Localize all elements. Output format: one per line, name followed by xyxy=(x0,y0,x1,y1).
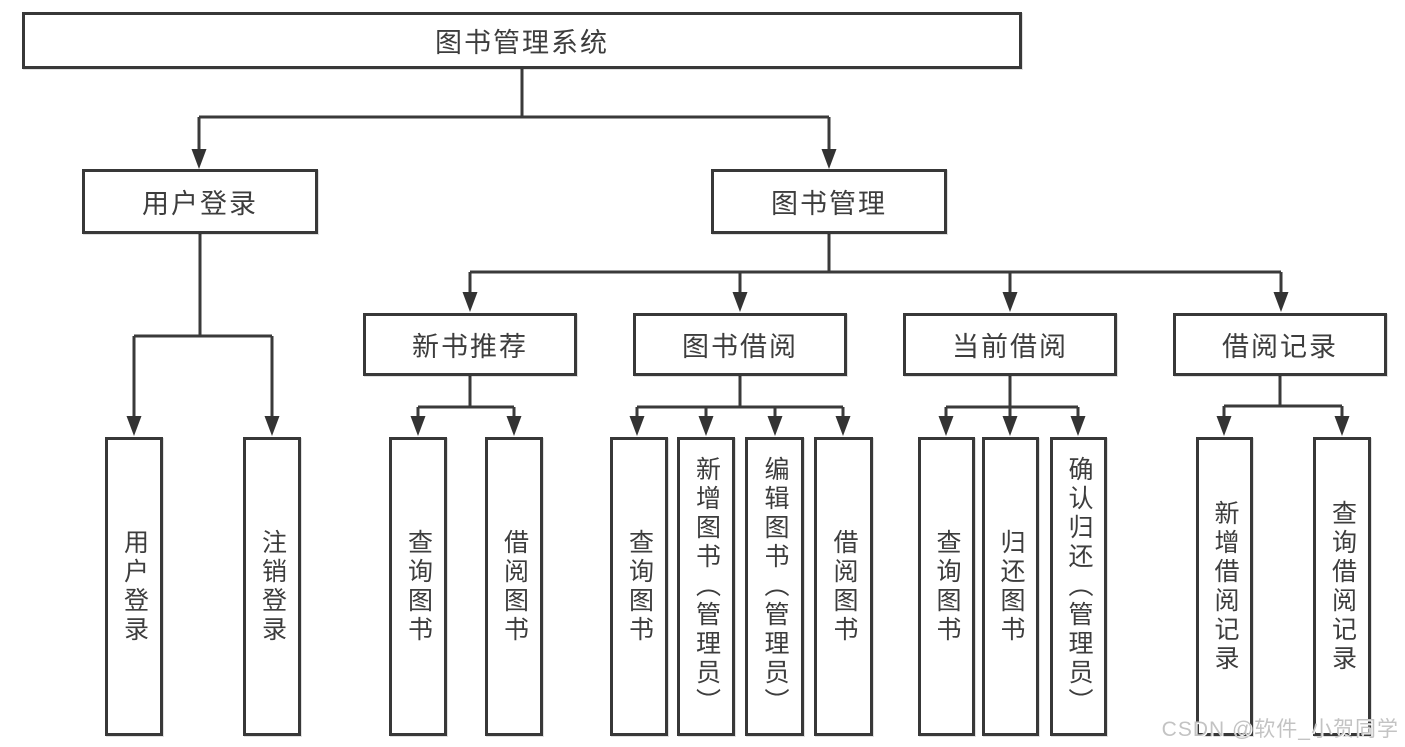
node-current-borrow: 当前借阅 xyxy=(903,313,1117,376)
leaf-query-borrow-record: 查询借阅记录 xyxy=(1313,437,1371,736)
leaf-add-book-admin: 新增图书（管理员） xyxy=(677,437,735,736)
node-book-management: 图书管理 xyxy=(711,169,947,234)
leaf-borrow-book-recommend: 借阅图书 xyxy=(485,437,543,736)
csdn-watermark: CSDN @软件_小贺同学 xyxy=(1161,718,1399,741)
leaf-query-book-borrow: 查询图书 xyxy=(610,437,668,736)
leaf-user-login: 用户登录 xyxy=(105,437,163,736)
leaf-query-book-current: 查询图书 xyxy=(918,437,975,736)
leaf-return-book: 归还图书 xyxy=(982,437,1039,736)
node-borrow-record: 借阅记录 xyxy=(1173,313,1387,376)
leaf-query-book-recommend: 查询图书 xyxy=(389,437,447,736)
leaf-logout: 注销登录 xyxy=(243,437,301,736)
leaf-edit-book-admin: 编辑图书（管理员） xyxy=(745,437,804,736)
node-root-library-system: 图书管理系统 xyxy=(22,12,1022,69)
node-user-login: 用户登录 xyxy=(82,169,318,234)
leaf-add-borrow-record: 新增借阅记录 xyxy=(1196,437,1253,736)
leaf-borrow-book: 借阅图书 xyxy=(814,437,873,736)
leaf-confirm-return-admin: 确认归还（管理员） xyxy=(1050,437,1107,736)
node-new-book-recommend: 新书推荐 xyxy=(363,313,577,376)
node-book-borrow: 图书借阅 xyxy=(633,313,847,376)
